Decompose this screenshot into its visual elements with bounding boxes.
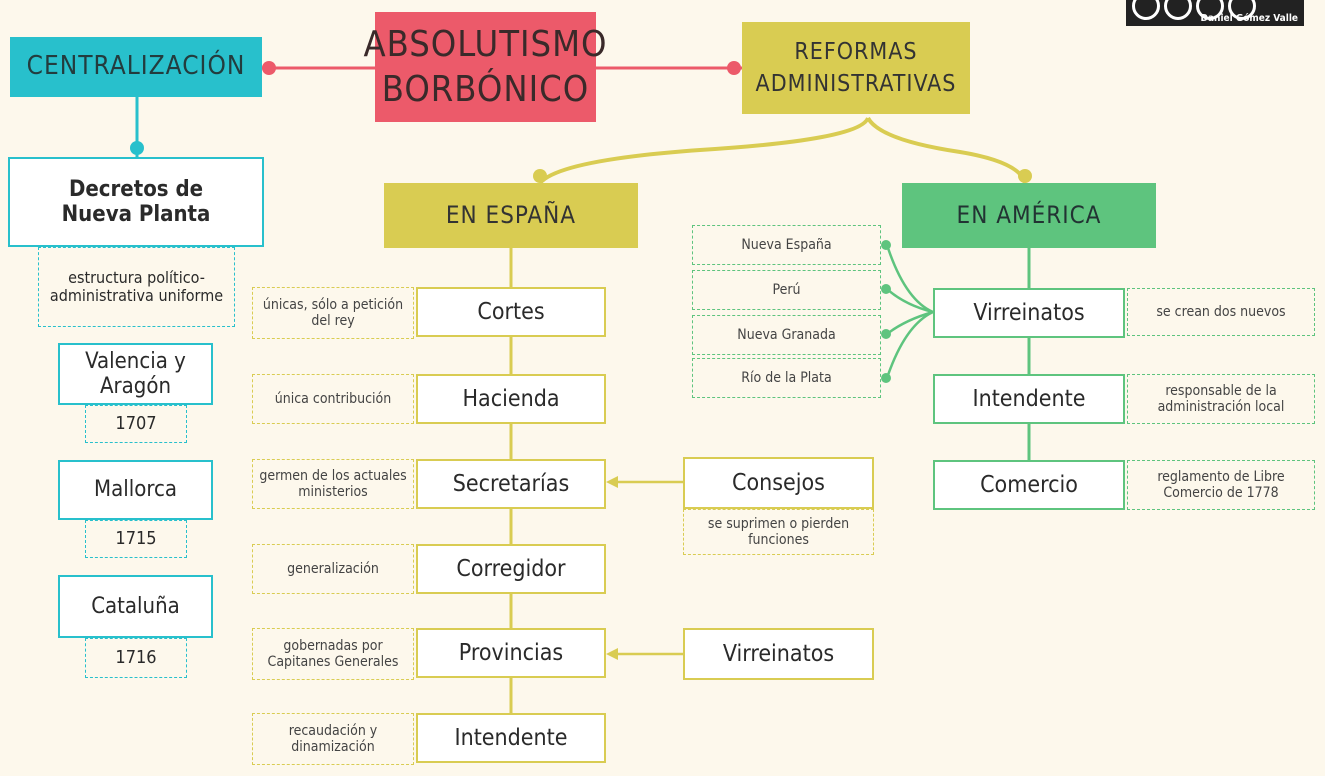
reformas-to-espana-curve — [538, 116, 870, 185]
consejos-note: se suprimen o pierden funciones — [683, 509, 874, 555]
virreinato-list-item: Perú — [692, 270, 881, 310]
cc-icon — [1132, 0, 1256, 20]
region-year: 1716 — [85, 638, 187, 678]
consejos-arrow-head — [606, 476, 618, 488]
america-title: EN AMÉRICA — [902, 183, 1156, 248]
espana-title: EN ESPAÑA — [384, 183, 638, 248]
america-note: reglamento de Libre Comercio de 1778 — [1127, 460, 1315, 510]
connector-dot — [881, 284, 891, 294]
reformas-to-america-curve — [866, 116, 1027, 184]
espana-item-intendente: Intendente — [416, 713, 606, 763]
espana-note: gobernadas por Capitanes Generales — [252, 628, 414, 680]
connector-dot — [1018, 169, 1032, 183]
espana-note: únicas, sólo a petición del rey — [252, 287, 414, 339]
espana-item-hacienda: Hacienda — [416, 374, 606, 424]
region-year: 1707 — [85, 405, 187, 443]
connector-dot — [130, 141, 144, 155]
connector-dot — [533, 169, 547, 183]
virreinato-list-item: Río de la Plata — [692, 358, 881, 398]
fan-line — [885, 310, 934, 379]
cc-license-logo: Daniel Gómez Valle — [1126, 0, 1304, 26]
espana-note: recaudación y dinamización — [252, 713, 414, 765]
espana-item-corregidor: Corregidor — [416, 544, 606, 594]
america-item-intendente: Intendente — [933, 374, 1125, 424]
region-node: Valencia y Aragón — [58, 343, 213, 405]
region-node: Cataluña — [58, 575, 213, 638]
america-item-comercio: Comercio — [933, 460, 1125, 510]
espana-item-provincias: Provincias — [416, 628, 606, 678]
connector-dot — [262, 61, 276, 75]
decretos-node: Decretos de Nueva Planta — [8, 157, 264, 247]
region-year: 1715 — [85, 520, 187, 558]
centralizacion-title: CENTRALIZACIÓN — [10, 37, 262, 97]
fan-line — [885, 244, 934, 314]
espana-item-secretarias: Secretarías — [416, 459, 606, 509]
virreinato-list-item: Nueva España — [692, 225, 881, 265]
america-note: se crean dos nuevos — [1127, 288, 1315, 336]
virreinato-list-item: Nueva Granada — [692, 315, 881, 355]
virreinatos-arrow-head — [606, 648, 618, 660]
connector-dot — [881, 373, 891, 383]
root-title: ABSOLUTISMO BORBÓNICO — [363, 12, 607, 122]
region-node: Mallorca — [58, 460, 213, 520]
espana-item-cortes: Cortes — [416, 287, 606, 337]
espana-note: germen de los actuales ministerios — [252, 459, 414, 509]
credit-text: Daniel Gómez Valle — [1200, 13, 1299, 24]
connector-dot — [881, 329, 891, 339]
virreinatos-espana-node: Virreinatos — [683, 628, 874, 680]
espana-note: generalización — [252, 544, 414, 594]
connector-dot — [881, 240, 891, 250]
america-note: responsable de la administración local — [1127, 374, 1315, 424]
espana-note: única contribución — [252, 374, 414, 424]
connector-dot — [727, 61, 741, 75]
consejos-node: Consejos — [683, 457, 874, 509]
america-item-virreinatos: Virreinatos — [933, 288, 1125, 338]
reformas-title: REFORMAS ADMINISTRATIVAS — [742, 22, 970, 114]
estructura-note: estructura político-administrativa unifo… — [38, 247, 235, 327]
